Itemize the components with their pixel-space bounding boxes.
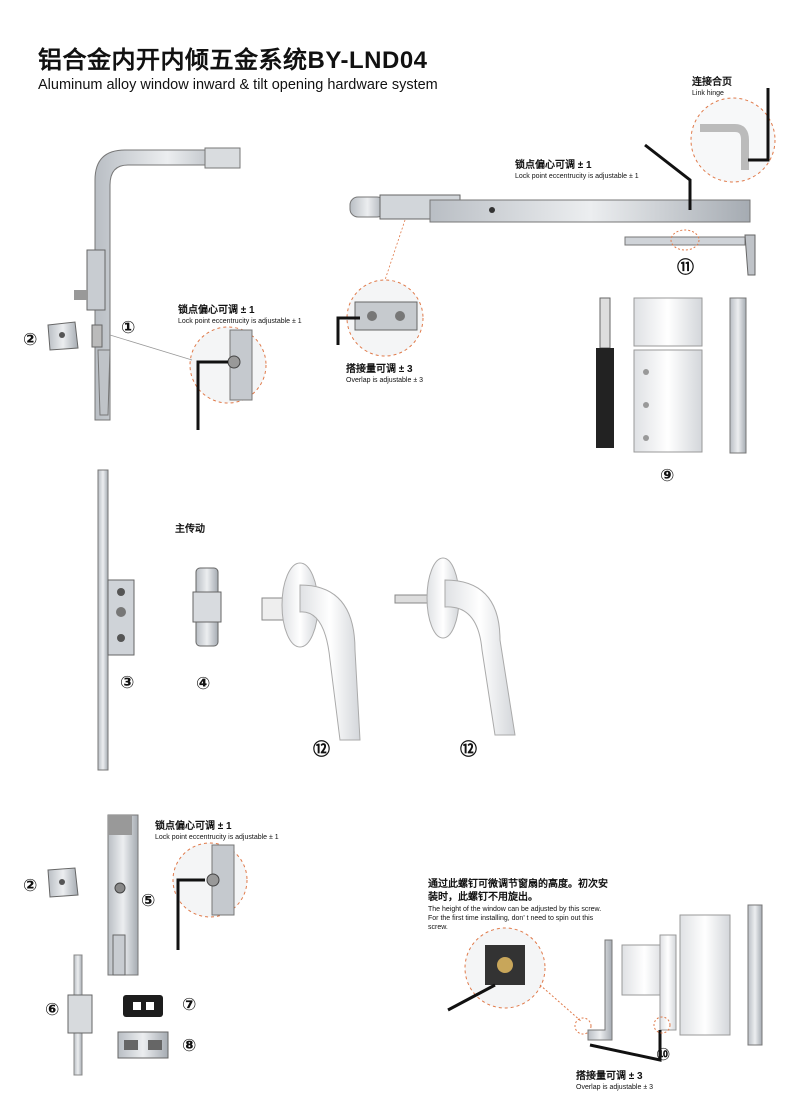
part-11-image [624,229,756,276]
overlap-cn-2: 搭接量可调 ± 3 [576,1071,643,1082]
lock-adjust-cn-2: 锁点偏心可调 ± 1 [155,821,232,832]
handle-image-b [394,557,516,736]
part-number-3: ③ [120,673,135,693]
part-3-image [97,469,135,771]
part-10-image [587,904,763,1062]
height-adjust-label: 通过此螺钉可微调节窗扇的高度。初次安装时，此螺钉不用旋出。 The height… [428,879,608,932]
part-5-image [107,814,139,976]
link-hinge-cn: 连接合页 [692,77,732,88]
part-number-10: ⑩ [656,1045,671,1065]
part-number-12a: ⑫ [313,740,330,760]
keeper-image-a [47,321,79,351]
lock-adjust-top-cn: 锁点偏心可调 ± 1 [515,160,592,171]
height-adjust-en: The height of the window can be adjusted… [428,906,602,931]
part-number-8: ⑧ [182,1036,197,1056]
page-subtitle: Aluminum alloy window inward & tilt open… [38,77,438,93]
lock-adjust-top-en: Lock point eccentrucity is adjustable ± … [515,172,639,180]
part-number-1: ① [121,318,136,338]
lock-adjust-cn-1: 锁点偏心可调 ± 1 [178,305,255,316]
link-hinge-label: 连接合页 Link hinge [692,77,732,98]
part-8-image [117,1031,169,1059]
part-number-7: ⑦ [182,995,197,1015]
main-drive-label: 主传动 [175,524,205,537]
part-9-image [596,297,747,454]
main-drive-cn: 主传动 [175,524,205,535]
stay-arm-image [349,143,751,223]
height-adjust-cn: 通过此螺钉可微调节窗扇的高度。初次安装时，此螺钉不用旋出。 [428,879,608,903]
overlap-label-1: 搭接量可调 ± 3 Overlap is adjustable ± 3 [346,364,423,385]
part-number-9: ⑨ [660,466,675,486]
part-number-2b: ② [23,876,38,896]
part-number-12b: ⑫ [460,740,477,760]
part-4-image [192,567,222,647]
lock-adjust-label-1: 锁点偏心可调 ± 1 Lock point eccentrucity is ad… [178,305,302,326]
part-7-image [123,995,163,1017]
keeper-image-b [47,867,79,898]
lock-adjust-en-1: Lock point eccentrucity is adjustable ± … [178,317,302,325]
lock-adjust-en-2: Lock point eccentrucity is adjustable ± … [155,833,279,841]
overlap-en-2: Overlap is adjustable ± 3 [576,1083,653,1091]
part-number-11: ⑪ [677,258,694,278]
overlap-label-2: 搭接量可调 ± 3 Overlap is adjustable ± 3 [576,1071,653,1092]
part-6-image [67,954,93,1076]
link-hinge-en: Link hinge [692,89,724,97]
page-title: 铝合金内开内倾五金系统BY-LND04 [38,47,428,74]
handle-image-a [261,562,361,741]
lock-adjust-top-label: 锁点偏心可调 ± 1 Lock point eccentrucity is ad… [515,160,639,181]
part-number-2a: ② [23,330,38,350]
part-number-6: ⑥ [45,1000,60,1020]
lock-adjust-label-2: 锁点偏心可调 ± 1 Lock point eccentrucity is ad… [155,821,279,842]
part-number-4: ④ [196,674,211,694]
corner-drive-image [74,147,241,421]
overlap-cn-1: 搭接量可调 ± 3 [346,364,413,375]
overlap-en-1: Overlap is adjustable ± 3 [346,376,423,384]
part-number-5: ⑤ [141,891,156,911]
